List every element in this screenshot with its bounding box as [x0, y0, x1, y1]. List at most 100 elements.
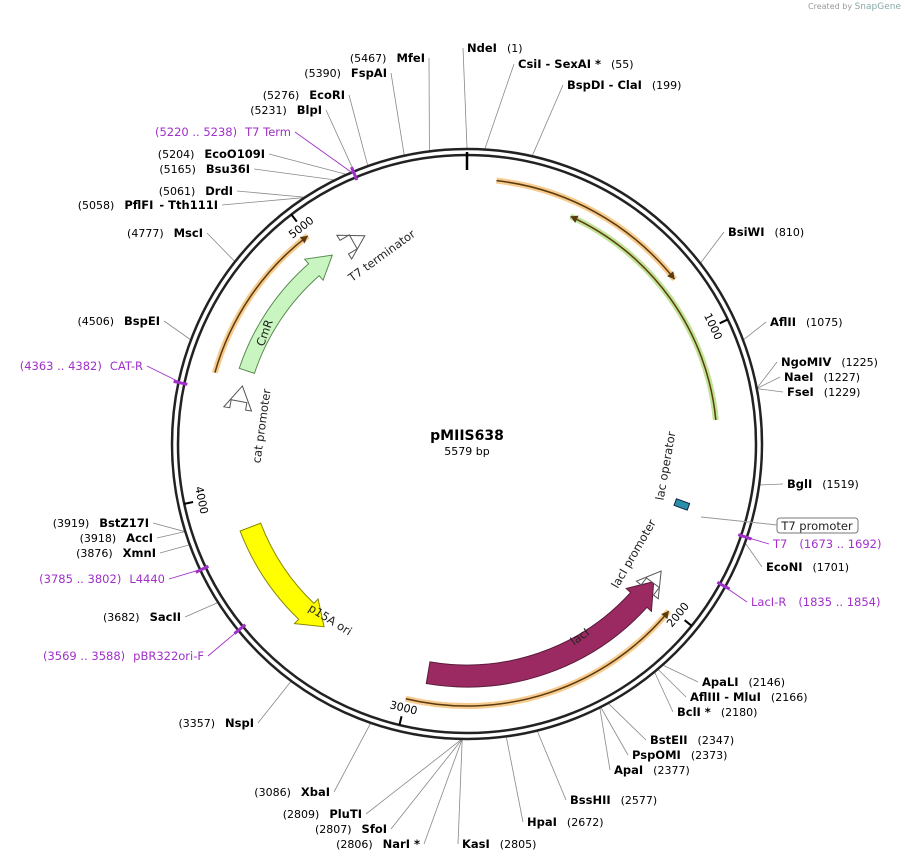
site-bspdi-clai[interactable]: BspDI - ClaI(199): [567, 78, 681, 92]
primer-t7[interactable]: T7(1673 .. 1692): [772, 537, 881, 551]
site-leader: [390, 739, 462, 830]
primer-leader: [743, 536, 770, 545]
site-label-text: (5276)EcoRI: [263, 88, 345, 102]
site-aflii[interactable]: AflII(1075): [770, 315, 843, 329]
site-pflfi-tth111i[interactable]: (5058)PflFI- Tth111I: [78, 198, 218, 212]
orf-2-arrowhead: [661, 611, 669, 620]
primer-range: (1835 .. 1854): [798, 595, 880, 609]
site-bgli[interactable]: BglI(1519): [787, 477, 859, 491]
site-ngomiv[interactable]: NgoMIV(1225): [781, 355, 878, 369]
site-label-text: (5467)MfeI: [350, 51, 425, 65]
tick-mark: [683, 619, 693, 627]
site-naei[interactable]: NaeI(1227): [784, 370, 860, 384]
site-position: (2577): [621, 794, 658, 807]
feature-label-cat-promoter: cat promoter: [249, 388, 273, 464]
primer-name: T7: [772, 537, 787, 551]
primer-leader: [207, 628, 241, 657]
site-label-text: (5231)BlpI: [250, 103, 322, 117]
site-label-text: (5058)PflFI- Tth111I: [78, 198, 218, 212]
primer-range: (4363 .. 4382): [20, 359, 102, 373]
site-xbai[interactable]: (3086)XbaI: [254, 785, 330, 799]
site-leader: [654, 672, 674, 713]
site-bsshii[interactable]: BssHII(2577): [570, 793, 657, 807]
site-label-text: (3086)XbaI: [254, 785, 330, 799]
primer-laci-r[interactable]: LacI-R(1835 .. 1854): [751, 595, 880, 609]
credit-prefix: Created by: [808, 2, 853, 11]
site-bsu36i[interactable]: (5165)Bsu36I: [159, 162, 250, 176]
site-position: (3357): [178, 717, 215, 730]
feature-cat-promoter-arrow: [222, 384, 253, 412]
tick-label: 1000: [701, 311, 725, 342]
site-csii-sexai[interactable]: CsiI - SexAI *(55): [518, 57, 634, 71]
site-name: ApaLI: [702, 675, 739, 689]
site-leader: [599, 708, 611, 771]
site-label-text: BglI(1519): [787, 477, 859, 491]
site-label-text: (2807)SfoI: [315, 822, 387, 836]
primer-leader: [168, 568, 204, 580]
site-hpai[interactable]: HpaI(2672): [527, 815, 603, 829]
site-position: (3919): [53, 517, 90, 530]
primer-pbr322ori-f[interactable]: (3569 .. 3588)pBR322ori-F: [43, 649, 204, 663]
site-bcli[interactable]: BclI *(2180): [677, 705, 757, 719]
site-ecori[interactable]: (5276)EcoRI: [263, 88, 345, 102]
orf-2: [405, 610, 670, 707]
site-bsteii[interactable]: BstEII(2347): [650, 733, 734, 747]
site-name: FspAI: [351, 66, 387, 80]
site-position: (3086): [254, 786, 291, 799]
site-afliii-mlui[interactable]: AflIII - MluI(2166): [690, 690, 807, 704]
site-label-text: BspDI - ClaI(199): [567, 78, 681, 92]
orf-green-arrowhead: [570, 215, 579, 223]
site-nspi[interactable]: (3357)NspI: [178, 716, 254, 730]
primer-label: (3785 .. 3802)L4440: [39, 572, 165, 586]
orf-arcs: [212, 177, 719, 709]
site-position: (55): [611, 58, 634, 71]
site-sfoi[interactable]: (2807)SfoI: [315, 822, 387, 836]
site-name: PspOMI: [632, 748, 681, 762]
site-leader: [221, 197, 303, 206]
site-leader: [532, 84, 564, 156]
site-pspomi[interactable]: PspOMI(2373): [632, 748, 727, 762]
site-bspei[interactable]: (4506)BspEI: [77, 314, 160, 328]
site-pluti[interactable]: (2809)PluTI: [283, 807, 362, 821]
site-name: BlpI: [297, 103, 322, 117]
site-leader: [457, 739, 463, 845]
site-label-text: HpaI(2672): [527, 815, 603, 829]
site-name: NarI *: [383, 837, 420, 851]
site-leader: [348, 94, 369, 166]
site-fsei[interactable]: FseI(1229): [787, 385, 860, 399]
site-label-text: BsiWI(810): [728, 225, 804, 239]
site-name: - MluI: [720, 690, 761, 704]
site-nari[interactable]: (2806)NarI *: [336, 837, 420, 851]
site-msci[interactable]: (4777)MscI: [127, 226, 203, 240]
site-position: (810): [775, 226, 805, 239]
site-fspai[interactable]: (5390)FspAI: [304, 66, 387, 80]
site-mfei[interactable]: (5467)MfeI: [350, 51, 425, 65]
site-bsiwi[interactable]: BsiWI(810): [728, 225, 804, 239]
site-drdi[interactable]: (5061)DrdI: [159, 184, 233, 198]
primer-l4440[interactable]: (3785 .. 3802)L4440: [39, 572, 165, 586]
primer-t7-term[interactable]: (5220 .. 5238)T7 Term: [155, 125, 291, 139]
site-label-text: (2809)PluTI: [283, 807, 362, 821]
site-acci[interactable]: (3918)AccI: [80, 531, 153, 545]
primer-label: (4363 .. 4382)CAT-R: [20, 359, 143, 373]
site-leader: [163, 320, 191, 340]
primer-cat-r[interactable]: (4363 .. 4382)CAT-R: [20, 359, 143, 373]
primers: (5220 .. 5238)T7 Term (4363 .. 4382)CAT-R…: [20, 125, 882, 663]
site-sacii[interactable]: (3682)SacII: [103, 610, 181, 624]
site-kasi[interactable]: KasI(2805): [462, 837, 536, 851]
site-name: SfoI: [362, 822, 387, 836]
site-bstz17i[interactable]: (3919)BstZ17I: [53, 516, 149, 530]
site-leader: [462, 47, 468, 149]
site-position: (1227): [823, 371, 860, 384]
site-name: - Tth111I: [159, 198, 218, 212]
site-apali[interactable]: ApaLI(2146): [702, 675, 785, 689]
site-blpi[interactable]: (5231)BlpI: [250, 103, 322, 117]
site-ndei[interactable]: NdeI(1): [467, 41, 523, 55]
site-leader: [484, 63, 515, 149]
site-ecoo109i[interactable]: (5204)EcoO109I: [158, 147, 265, 161]
site-econi[interactable]: EcoNI(1701): [766, 560, 849, 574]
site-name: XmnI: [123, 546, 156, 560]
site-apai[interactable]: ApaI(2377): [614, 763, 690, 777]
site-label-text: (4777)MscI: [127, 226, 203, 240]
site-xmni[interactable]: (3876)XmnI: [76, 546, 156, 560]
